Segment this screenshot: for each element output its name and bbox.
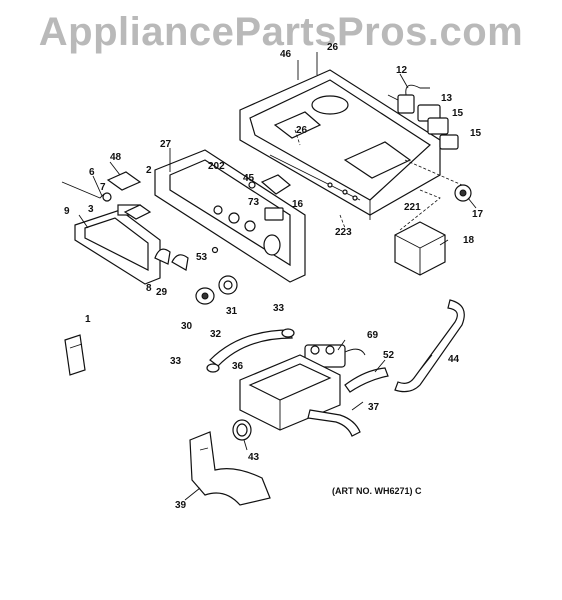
valve-assembly[interactable] <box>304 344 366 368</box>
callout-13: 13 <box>441 93 453 104</box>
component-6[interactable] <box>61 181 105 199</box>
component-15-a[interactable] <box>427 117 449 135</box>
component-48[interactable] <box>106 171 142 191</box>
callout-37: 37 <box>368 402 380 413</box>
hose-37[interactable] <box>307 409 361 437</box>
callout-48: 48 <box>110 152 122 163</box>
clamp-33-a[interactable] <box>281 328 295 338</box>
knob-17[interactable] <box>454 184 472 202</box>
callout-12: 12 <box>396 65 408 76</box>
callout-9: 9 <box>64 206 70 217</box>
callout-3: 3 <box>88 204 94 215</box>
knob-29-b[interactable] <box>171 254 189 271</box>
component-53[interactable] <box>211 246 219 254</box>
callout-1: 1 <box>85 314 91 325</box>
callout-69: 69 <box>367 330 379 341</box>
callout-223: 223 <box>335 227 352 238</box>
clamp-33-b[interactable] <box>206 363 220 373</box>
knob-31[interactable] <box>218 275 238 295</box>
callout-15-b: 15 <box>470 128 482 139</box>
callout-labels: 1 2 3 6 7 8 9 12 13 15 15 16 17 18 26 26… <box>64 42 484 511</box>
component-45[interactable] <box>248 181 256 189</box>
callout-17: 17 <box>472 209 484 220</box>
callout-46: 46 <box>280 49 292 60</box>
callout-73: 73 <box>248 197 260 208</box>
callout-30: 30 <box>181 321 193 332</box>
callout-26-top: 26 <box>327 42 339 53</box>
callout-27: 27 <box>160 139 172 150</box>
watermark-text: AppliancePartsPros.com <box>38 10 524 54</box>
callout-31: 31 <box>226 306 238 317</box>
callout-26-mid: 26 <box>296 125 308 136</box>
callout-45: 45 <box>243 173 255 184</box>
component-7[interactable] <box>102 192 112 202</box>
component-16[interactable] <box>264 207 284 221</box>
callout-202: 202 <box>208 161 225 172</box>
callout-39: 39 <box>175 500 187 511</box>
component-3[interactable] <box>123 204 152 220</box>
callout-33-b: 33 <box>170 356 182 367</box>
callout-29: 29 <box>156 287 168 298</box>
knob-30[interactable] <box>195 287 215 305</box>
hose-52[interactable] <box>344 367 389 393</box>
callout-32: 32 <box>210 329 222 340</box>
callout-44: 44 <box>448 354 460 365</box>
callout-6: 6 <box>89 167 95 178</box>
callout-36: 36 <box>232 361 244 372</box>
callout-43: 43 <box>248 452 260 463</box>
hose-32[interactable] <box>209 329 293 367</box>
callout-16: 16 <box>292 199 304 210</box>
duct-39[interactable] <box>189 431 271 506</box>
seal-43[interactable] <box>232 419 252 441</box>
art-number: (ART NO. WH6271) C <box>332 486 422 496</box>
callout-7: 7 <box>100 182 106 193</box>
component-15-b[interactable] <box>439 134 459 150</box>
callout-221: 221 <box>404 202 421 213</box>
knob-29-a[interactable] <box>154 248 171 265</box>
pressure-switch[interactable] <box>387 84 430 114</box>
control-module-18[interactable] <box>394 221 446 276</box>
leader-lines <box>78 52 477 501</box>
callout-18: 18 <box>463 235 475 246</box>
hose-44[interactable] <box>394 299 465 393</box>
console-panel[interactable] <box>154 149 306 283</box>
component-73[interactable] <box>260 174 292 195</box>
callout-53: 53 <box>196 252 208 263</box>
callout-15-a: 15 <box>452 108 464 119</box>
callout-8: 8 <box>146 283 152 294</box>
callout-52: 52 <box>383 350 395 361</box>
callout-2: 2 <box>146 165 152 176</box>
manual[interactable] <box>64 334 86 376</box>
dispenser-drawer[interactable] <box>74 204 161 285</box>
top-frame[interactable] <box>239 69 441 220</box>
callout-33-a: 33 <box>273 303 285 314</box>
